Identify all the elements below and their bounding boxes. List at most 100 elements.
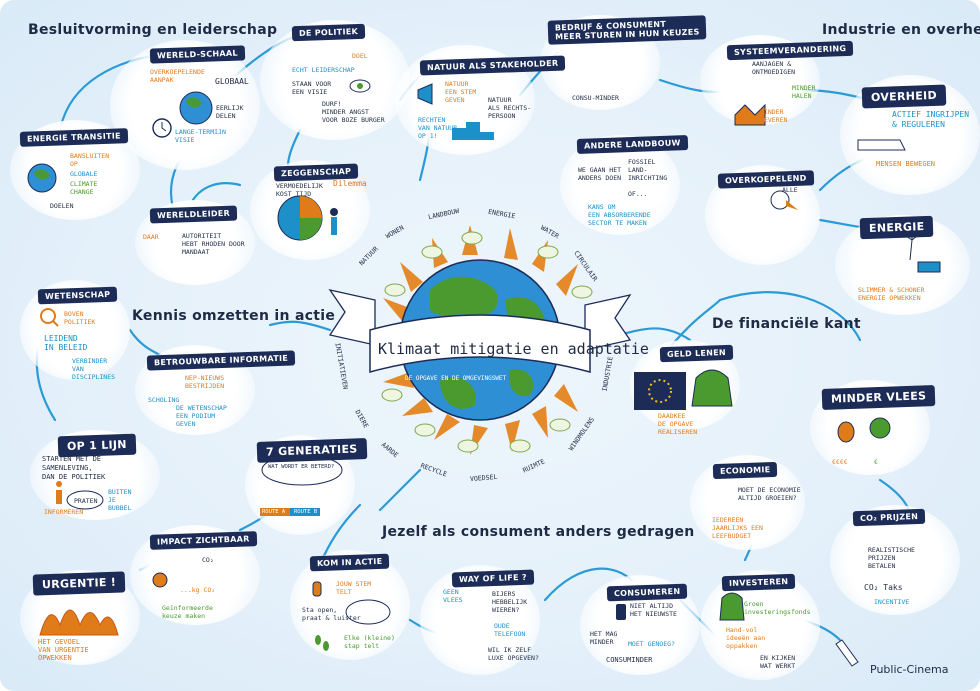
- note: OVERKOEPELENDE AANPAK: [150, 68, 205, 84]
- eu-flag-icon: [634, 372, 686, 410]
- note: ROUTE A: [262, 509, 286, 515]
- tag-kom: KOM IN ACTIE: [309, 553, 390, 572]
- person-icon: [330, 208, 338, 235]
- tag-energie: ENERGIE: [859, 215, 934, 240]
- note: CONSUMINDER: [606, 656, 653, 664]
- note: DE WETENSCHAP EEN PODIUM GEVEN: [176, 404, 227, 428]
- node-politiek: [260, 20, 410, 140]
- note: WE GAAN HET ANDERS DOEN: [578, 166, 622, 182]
- note: EN KIJKEN WAT WERKT: [760, 654, 796, 670]
- tag-lijn: OP 1 LIJN: [57, 433, 137, 458]
- signpost-icon: [260, 508, 320, 516]
- note: Geïnformeerde keuze maken: [162, 604, 213, 620]
- note: NATUUR ALS RECHTS- PERSOON: [488, 96, 532, 120]
- note: DOELEN: [50, 202, 74, 210]
- note: BANSLUITEN OP: [70, 152, 110, 168]
- title-besluitvorming: Besluitvorming en leiderschap: [28, 22, 278, 38]
- tag-urgentie: URGENTIE !: [32, 571, 126, 596]
- note: AUTORITEIT HEBT RHODEN DOOR MANDAAT: [182, 232, 245, 256]
- pie-chart-icon: [277, 195, 323, 241]
- fire-icon: [39, 609, 119, 636]
- tag-way: WAY OF LIFE ?: [451, 569, 535, 588]
- note: MENSEN BEWEGEN: [876, 160, 936, 168]
- note: BUITEN JE BUBBEL: [108, 488, 132, 512]
- note: WIL IK ZELF LUXE OPGEVEN?: [488, 646, 539, 662]
- line-fin: [718, 291, 862, 342]
- note: WAT WORDT ER BETERD?: [268, 464, 335, 470]
- magnifier-icon: [40, 308, 59, 327]
- note: HET GEVOEL VAN URGENTIE OPWEKKEN: [38, 638, 89, 662]
- note: MINDER LEVEREN: [760, 108, 788, 124]
- phone-icon: [616, 604, 626, 620]
- chat-bubble-icon: [66, 490, 104, 510]
- title-financieel: De financiële kant: [712, 316, 861, 332]
- note: NIET ALTIJD HET NIEUWSTE: [630, 602, 677, 618]
- note: LANGE-TERMIJN VISIE: [175, 128, 226, 144]
- note: CLIMATE CHANGE: [70, 180, 98, 196]
- hand-icon: [857, 139, 906, 151]
- note: ECHT LEIDERSCHAP: [292, 66, 355, 74]
- note: Groen investeringsfonds: [744, 600, 811, 616]
- note: INCENTIVE: [874, 598, 910, 606]
- center-lower-label: DE OPGAVE EN DE OMGEVINGSWET: [405, 375, 507, 382]
- drumstick-icon: [837, 421, 855, 443]
- note: OUDE TELEFOON: [494, 622, 526, 638]
- factory-icon: [734, 103, 766, 126]
- line-center-bottom: [378, 468, 422, 512]
- note: €: [874, 458, 878, 466]
- tag-generaties: 7 GENERATIES: [256, 438, 367, 463]
- earth-icon: [27, 163, 57, 193]
- footsteps-icon: [315, 635, 329, 651]
- note: ACTIEF INGRIJPEN & REGULEREN: [892, 110, 970, 129]
- note: STAAN VOOR EEN VISIE: [292, 80, 332, 96]
- note: GLOBALE: [70, 170, 98, 178]
- note: MOET DE ECONOMIE ALTIJD GROEIEN?: [738, 486, 801, 502]
- note: GEEN VLEES: [443, 588, 463, 604]
- note: Elke (kleine) stap telt: [344, 634, 395, 650]
- speech-bubble-icon: [345, 599, 391, 625]
- note: BOVEN POLITIEK: [64, 310, 96, 326]
- note: OF...: [628, 190, 648, 198]
- note: LEIDEND IN BELEID: [44, 334, 88, 352]
- note: HET MAG MINDER: [590, 630, 618, 646]
- note: EERLIJK DELEN: [216, 104, 244, 120]
- note: INFORMEREN: [44, 508, 84, 516]
- note: €€€€: [832, 458, 848, 466]
- eye-icon: [349, 79, 371, 93]
- tag-politiek: DE POLITIEK: [291, 23, 366, 42]
- note: Sta open, praat & luister: [302, 606, 361, 622]
- info-icon: [56, 481, 62, 504]
- note: ...kg CO₂: [180, 586, 216, 594]
- note: SCHOLING: [148, 396, 180, 404]
- pencil-logo-icon: [835, 639, 859, 667]
- note: IEDEREEN JAARLIJKS EEN LEEFBUDGET: [712, 516, 763, 540]
- note: REALISTISCHE PRIJZEN BETALEN: [868, 546, 915, 570]
- note: CO₂ Taks: [864, 583, 903, 592]
- tag-co2: CO₂ PRIJZEN: [852, 508, 926, 527]
- note: VERBINDER VAN DISCIPLINES: [72, 357, 116, 381]
- note: DURF! MINDER ANGST VOOR BOZE BURGER: [322, 100, 385, 124]
- note: NATUUR EEN STEM GEVEN: [445, 80, 477, 104]
- note: DAAR: [143, 233, 159, 241]
- note: KANS OM EEN ABSORBERENDE SECTOR TE MAKEN: [588, 203, 651, 227]
- clouds: [381, 231, 593, 453]
- note: SLIMMER & SCHONER ENERGIE OPWEKKEN: [858, 286, 925, 302]
- center-upper-label: RELEVANTIE BESSIE JONGEREN: [405, 322, 515, 330]
- globe-face-icon: [179, 91, 213, 125]
- title-kennis: Kennis omzetten in actie: [132, 308, 336, 324]
- title-industrie: Industrie en overheid: [822, 22, 980, 38]
- brand-logo: Public-Cinema: [870, 663, 949, 676]
- note: BIJERS HEBBELIJK WIEREN?: [492, 590, 528, 614]
- podium-icon: [452, 122, 494, 140]
- megaphone-icon: [417, 83, 433, 105]
- note: CO₂: [202, 556, 214, 564]
- note: DOEL: [352, 52, 368, 60]
- euro-bag-icon: [719, 592, 745, 621]
- note: NEP-NIEUWS BESTRIJDEN: [185, 374, 225, 390]
- tag-geld: GELD LENEN: [659, 344, 734, 363]
- note: DAADKEE DE OPGAVE REALISEREN: [658, 412, 698, 436]
- note: Hand-vol ideeën aan oppakken: [726, 626, 766, 650]
- note: AANJAGEN & ONTMOEDIGEN: [752, 60, 796, 76]
